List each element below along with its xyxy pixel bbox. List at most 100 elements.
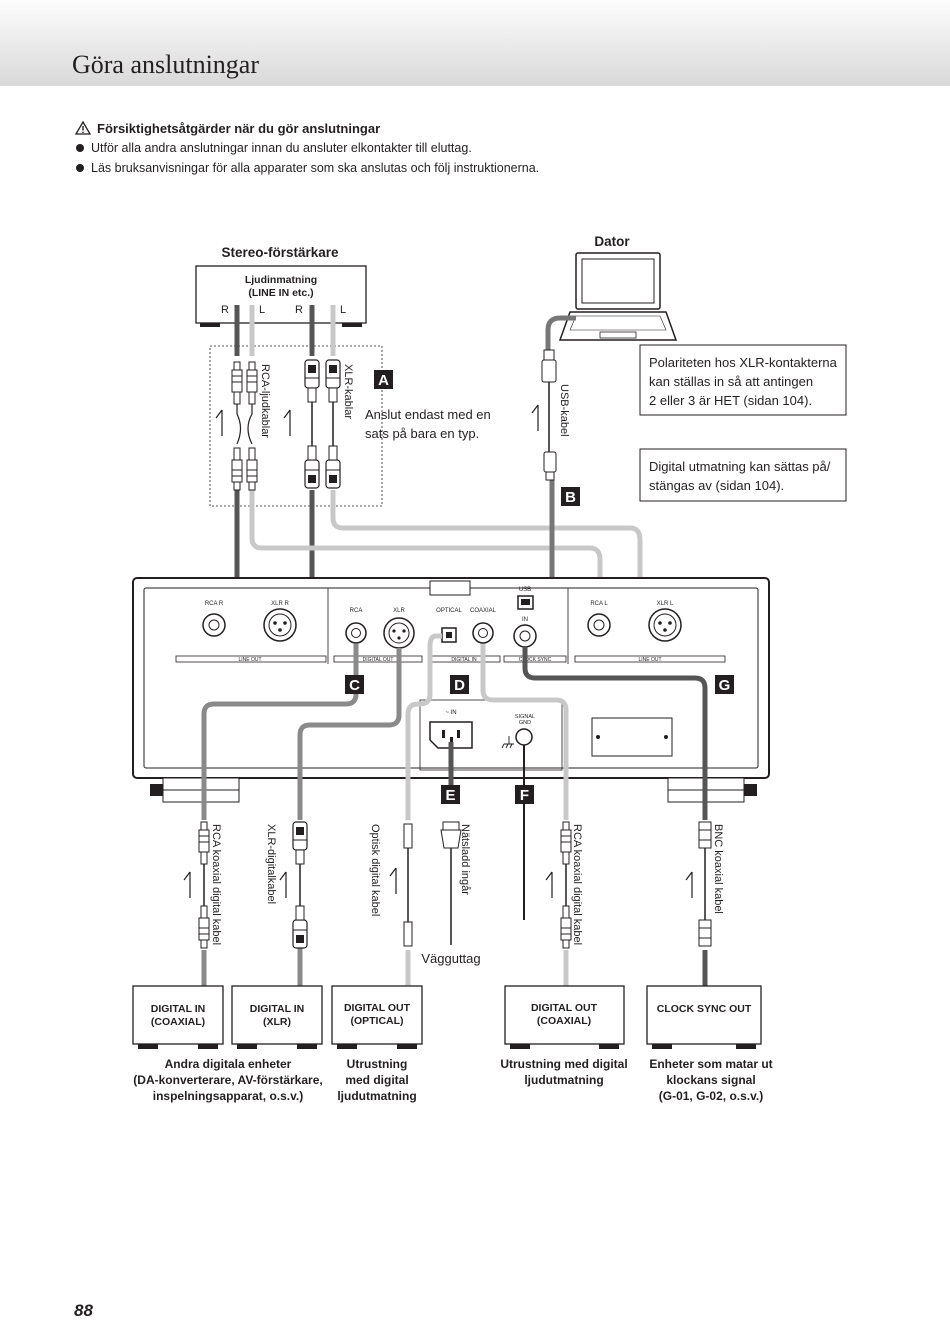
rca-r-jack [202,613,226,637]
panel-label-xlr-r: XLR R [271,601,289,607]
ground-symbol-icon [501,736,514,749]
one-set-note: sats på bara en typ. [365,426,479,441]
svg-text:B: B [565,489,576,506]
marker-a [374,370,393,389]
caption-clock-devices: klockans signal [666,1073,755,1087]
optical-plug-icon [403,823,413,947]
device-label: DIGITAL IN [250,1003,304,1015]
marker-d [450,675,469,694]
panel-label-in: IN [522,617,528,623]
coaxial-in-cable [480,644,569,986]
svg-text:C: C [349,677,360,694]
page-title: Göra anslutningar [72,50,260,79]
device-sublabel: (COAXIAL) [151,1016,205,1028]
amplifier-heading: Stereo-förstärkare [221,245,339,260]
device-digital-out-optical [331,985,423,1049]
power-plug-icon [440,821,462,945]
panel-label-rca: RCA [350,608,363,614]
marker-e [441,785,460,804]
device-label: DIGITAL IN [151,1003,205,1015]
caution-item: Läs bruksanvisningar för alla apparater … [75,158,539,178]
marker-b [561,487,580,506]
xlr-l-jack [648,608,682,642]
device-digital-in-coaxial [132,985,224,1049]
device-sublabel: (COAXIAL) [537,1015,591,1027]
bnc-cable-label: BNC koaxial kabel [712,824,724,914]
ac-inlet [429,721,473,749]
svg-text:Digital utmatning kan sättas p: Digital utmatning kan sättas på/ [649,459,831,474]
caution-item: Utför alla andra anslutningar innan du a… [75,138,539,158]
optical-in-jack [441,627,457,643]
optical-in-cable [405,633,442,986]
power-cable-label: Nätsladd ingår [459,824,471,895]
xlr-r-jack [263,608,297,642]
panel-label-optical: OPTICAL [436,608,462,614]
laptop-icon [558,252,678,341]
device-clock-sync-out [646,985,762,1049]
device-label: CLOCK SYNC OUT [657,1003,752,1015]
optical-cable-label: Optisk digital kabel [369,824,381,916]
rca-coax-out-cable [201,644,359,986]
usb-cable-label: USB-kabel [558,384,570,437]
device-sublabel: (XLR) [263,1016,291,1028]
caption-clock-devices: Enheter som matar ut [649,1057,772,1071]
wall-outlet-label: Vägguttag [421,951,480,966]
marker-g [715,675,734,694]
device-sublabel: (OPTICAL) [350,1015,403,1027]
caption-coaxial-equipment: ljudutmatning [524,1073,603,1087]
ground-terminal [515,728,533,746]
panel-label-xlr-l: XLR L [657,601,674,607]
caution-heading: Försiktighetsåtgärder när du gör anslutn… [74,119,381,136]
page-header [0,0,950,86]
xlr-l-cable [330,305,658,603]
channel-label: R [221,304,229,316]
page-number: 88 [74,1301,93,1320]
amplifier-box [195,265,367,324]
xlr-digital-out-cable [297,648,402,986]
warning-triangle-icon [74,120,92,135]
caption-other-devices: (DA-konverterare, AV-förstärkare, [133,1073,322,1087]
panel-section-line-out: LINE OUT [238,657,261,663]
panel-plate [591,717,673,757]
svg-text:E: E [445,787,455,804]
caution-title: Försiktighetsåtgärder när du gör anslutn… [97,121,381,136]
caption-other-devices: Andra digitala enheter [165,1057,292,1071]
marker-f [515,785,534,804]
panel-section-line-out: LINE OUT [638,657,661,663]
caption-coaxial-equipment: Utrustning med digital [500,1057,627,1071]
one-set-note: Anslut endast med en [365,407,491,422]
panel-label-usb: USB [519,587,531,593]
caption-clock-devices: (G-01, G-02, o.s.v.) [659,1089,763,1103]
coaxial-in-jack [472,622,494,644]
panel-label-coaxial: COAXIAL [470,608,497,614]
signal-gnd-label: SIGNAL [515,714,535,720]
panel-section-digital-in: DIGITAL IN [451,657,477,663]
xlr-polarity-note [639,344,847,416]
caption-optical-equipment: Utrustning [347,1057,408,1071]
panel-section-clock-sync: CLOCK SYNC [519,657,552,663]
device-label: DIGITAL OUT [344,1002,411,1014]
rca-audio-cable-label: RCA-ljudkablar [259,364,271,438]
svg-text:2 eller 3 är HET (sidan 104).: 2 eller 3 är HET (sidan 104). [649,393,812,408]
xlr-digital-cable-label: XLR-digitalkabel [265,824,277,904]
channel-label: L [340,304,346,316]
panel-section-digital-out: DIGITAL OUT [363,657,394,663]
svg-text:stängas av (sidan 104).: stängas av (sidan 104). [649,478,784,493]
bnc-plug-icon [698,821,712,947]
xlr-r-cable [277,305,315,613]
device-digital-out-coaxial [504,985,625,1049]
rca-coax-cable-label: RCA koaxial digital kabel [571,824,583,945]
panel-label-rca-r: RCA R [205,601,224,607]
xlr-digital-out-jack [383,617,415,649]
caption-optical-equipment: med digital [345,1073,408,1087]
svg-text:Polariteten hos XLR-kontaktern: Polariteten hos XLR-kontakterna [649,355,838,370]
caption-optical-equipment: ljudutmatning [337,1089,416,1103]
caption-other-devices: inspelningsapparat, o.s.v.) [153,1089,303,1103]
computer-heading: Dator [594,234,630,249]
usb-plug-icon [541,349,557,481]
svg-text:D: D [454,677,465,694]
svg-text:kan ställas in så att antingen: kan ställas in så att antingen [649,374,813,389]
channel-label: L [259,304,265,316]
amplifier-input-sublabel: (LINE IN etc.) [248,287,313,299]
